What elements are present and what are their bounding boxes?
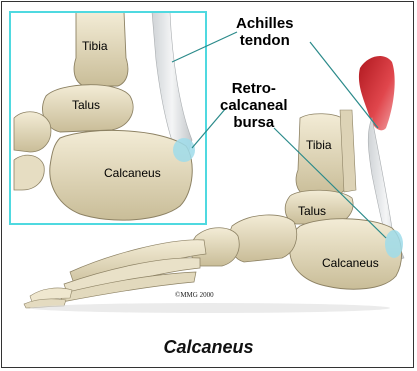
inset-view: [10, 12, 206, 224]
calf-muscle: [359, 56, 395, 130]
main-tibia: [296, 114, 347, 196]
figure-caption: Calcaneus: [0, 337, 417, 358]
inset-bursa: [173, 138, 195, 162]
main-calcaneus: [289, 219, 401, 289]
copyright-text: ©MMG 2000: [175, 291, 214, 299]
retrocalcaneal-bursa-text: Retro- calcaneal bursa: [220, 80, 288, 131]
achilles-tendon-text: Achilles tendon: [236, 15, 294, 49]
inset-calcaneus-label: Calcaneus: [104, 166, 161, 180]
inset-tibia-label: Tibia: [82, 39, 108, 53]
main-bursa: [385, 230, 403, 258]
retrocalcaneal-bursa-label: Retro- calcaneal bursa: [220, 80, 288, 131]
main-talus-label: Talus: [298, 204, 326, 218]
achilles-tendon-label: Achilles tendon: [236, 15, 294, 49]
main-calcaneus-label: Calcaneus: [322, 256, 379, 270]
main-tibia-label: Tibia: [306, 138, 332, 152]
inset-talus-label: Talus: [72, 98, 100, 112]
